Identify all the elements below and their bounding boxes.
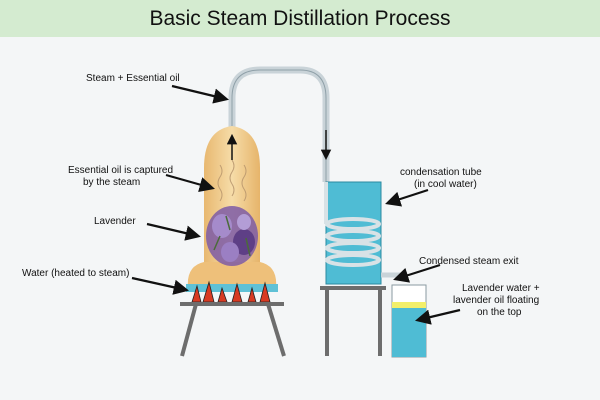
label-steam-exit: Condensed steam exit bbox=[419, 256, 519, 267]
steam-wave-icon bbox=[217, 159, 247, 202]
arrow-icon bbox=[165, 173, 215, 193]
distillation-vessel bbox=[186, 126, 278, 292]
label-condensation-1: condensation tube bbox=[400, 167, 482, 178]
flow-arrow-icon bbox=[226, 130, 332, 161]
condensation-coil bbox=[324, 182, 381, 267]
label-condensation-2: (in cool water) bbox=[414, 179, 477, 190]
page-title: Basic Steam Distillation Process bbox=[149, 7, 451, 30]
collection-vessel bbox=[391, 284, 427, 358]
arrow-icon bbox=[393, 263, 441, 283]
label-lavender-water-1: Lavender water + bbox=[462, 283, 540, 294]
arrow-icon bbox=[415, 308, 461, 325]
arrow-icon bbox=[131, 276, 190, 295]
label-water: Water (heated to steam) bbox=[22, 268, 129, 279]
label-oil-captured-1: Essential oil is captured bbox=[68, 165, 173, 176]
label-lavender: Lavender bbox=[94, 216, 136, 227]
arrow-icon bbox=[146, 222, 201, 241]
title-bar: Basic Steam Distillation Process bbox=[0, 0, 600, 37]
label-lavender-water-2: lavender oil floating bbox=[453, 295, 539, 306]
arrow-icon bbox=[385, 188, 429, 207]
flame-icon bbox=[191, 280, 271, 303]
lavender-icon bbox=[206, 206, 258, 266]
burner-stand bbox=[180, 302, 286, 357]
label-steam-oil: Steam + Essential oil bbox=[86, 73, 180, 84]
label-lavender-water-3: on the top bbox=[477, 307, 522, 318]
label-oil-captured-2: by the steam bbox=[83, 177, 140, 188]
arrow-icon bbox=[171, 84, 229, 104]
vapor-pipe-edge bbox=[231, 69, 327, 182]
pointer-arrows bbox=[131, 84, 461, 325]
distillation-diagram: Steam + Essential oil Essential oil is c… bbox=[22, 66, 540, 358]
condenser-stand bbox=[320, 286, 386, 356]
